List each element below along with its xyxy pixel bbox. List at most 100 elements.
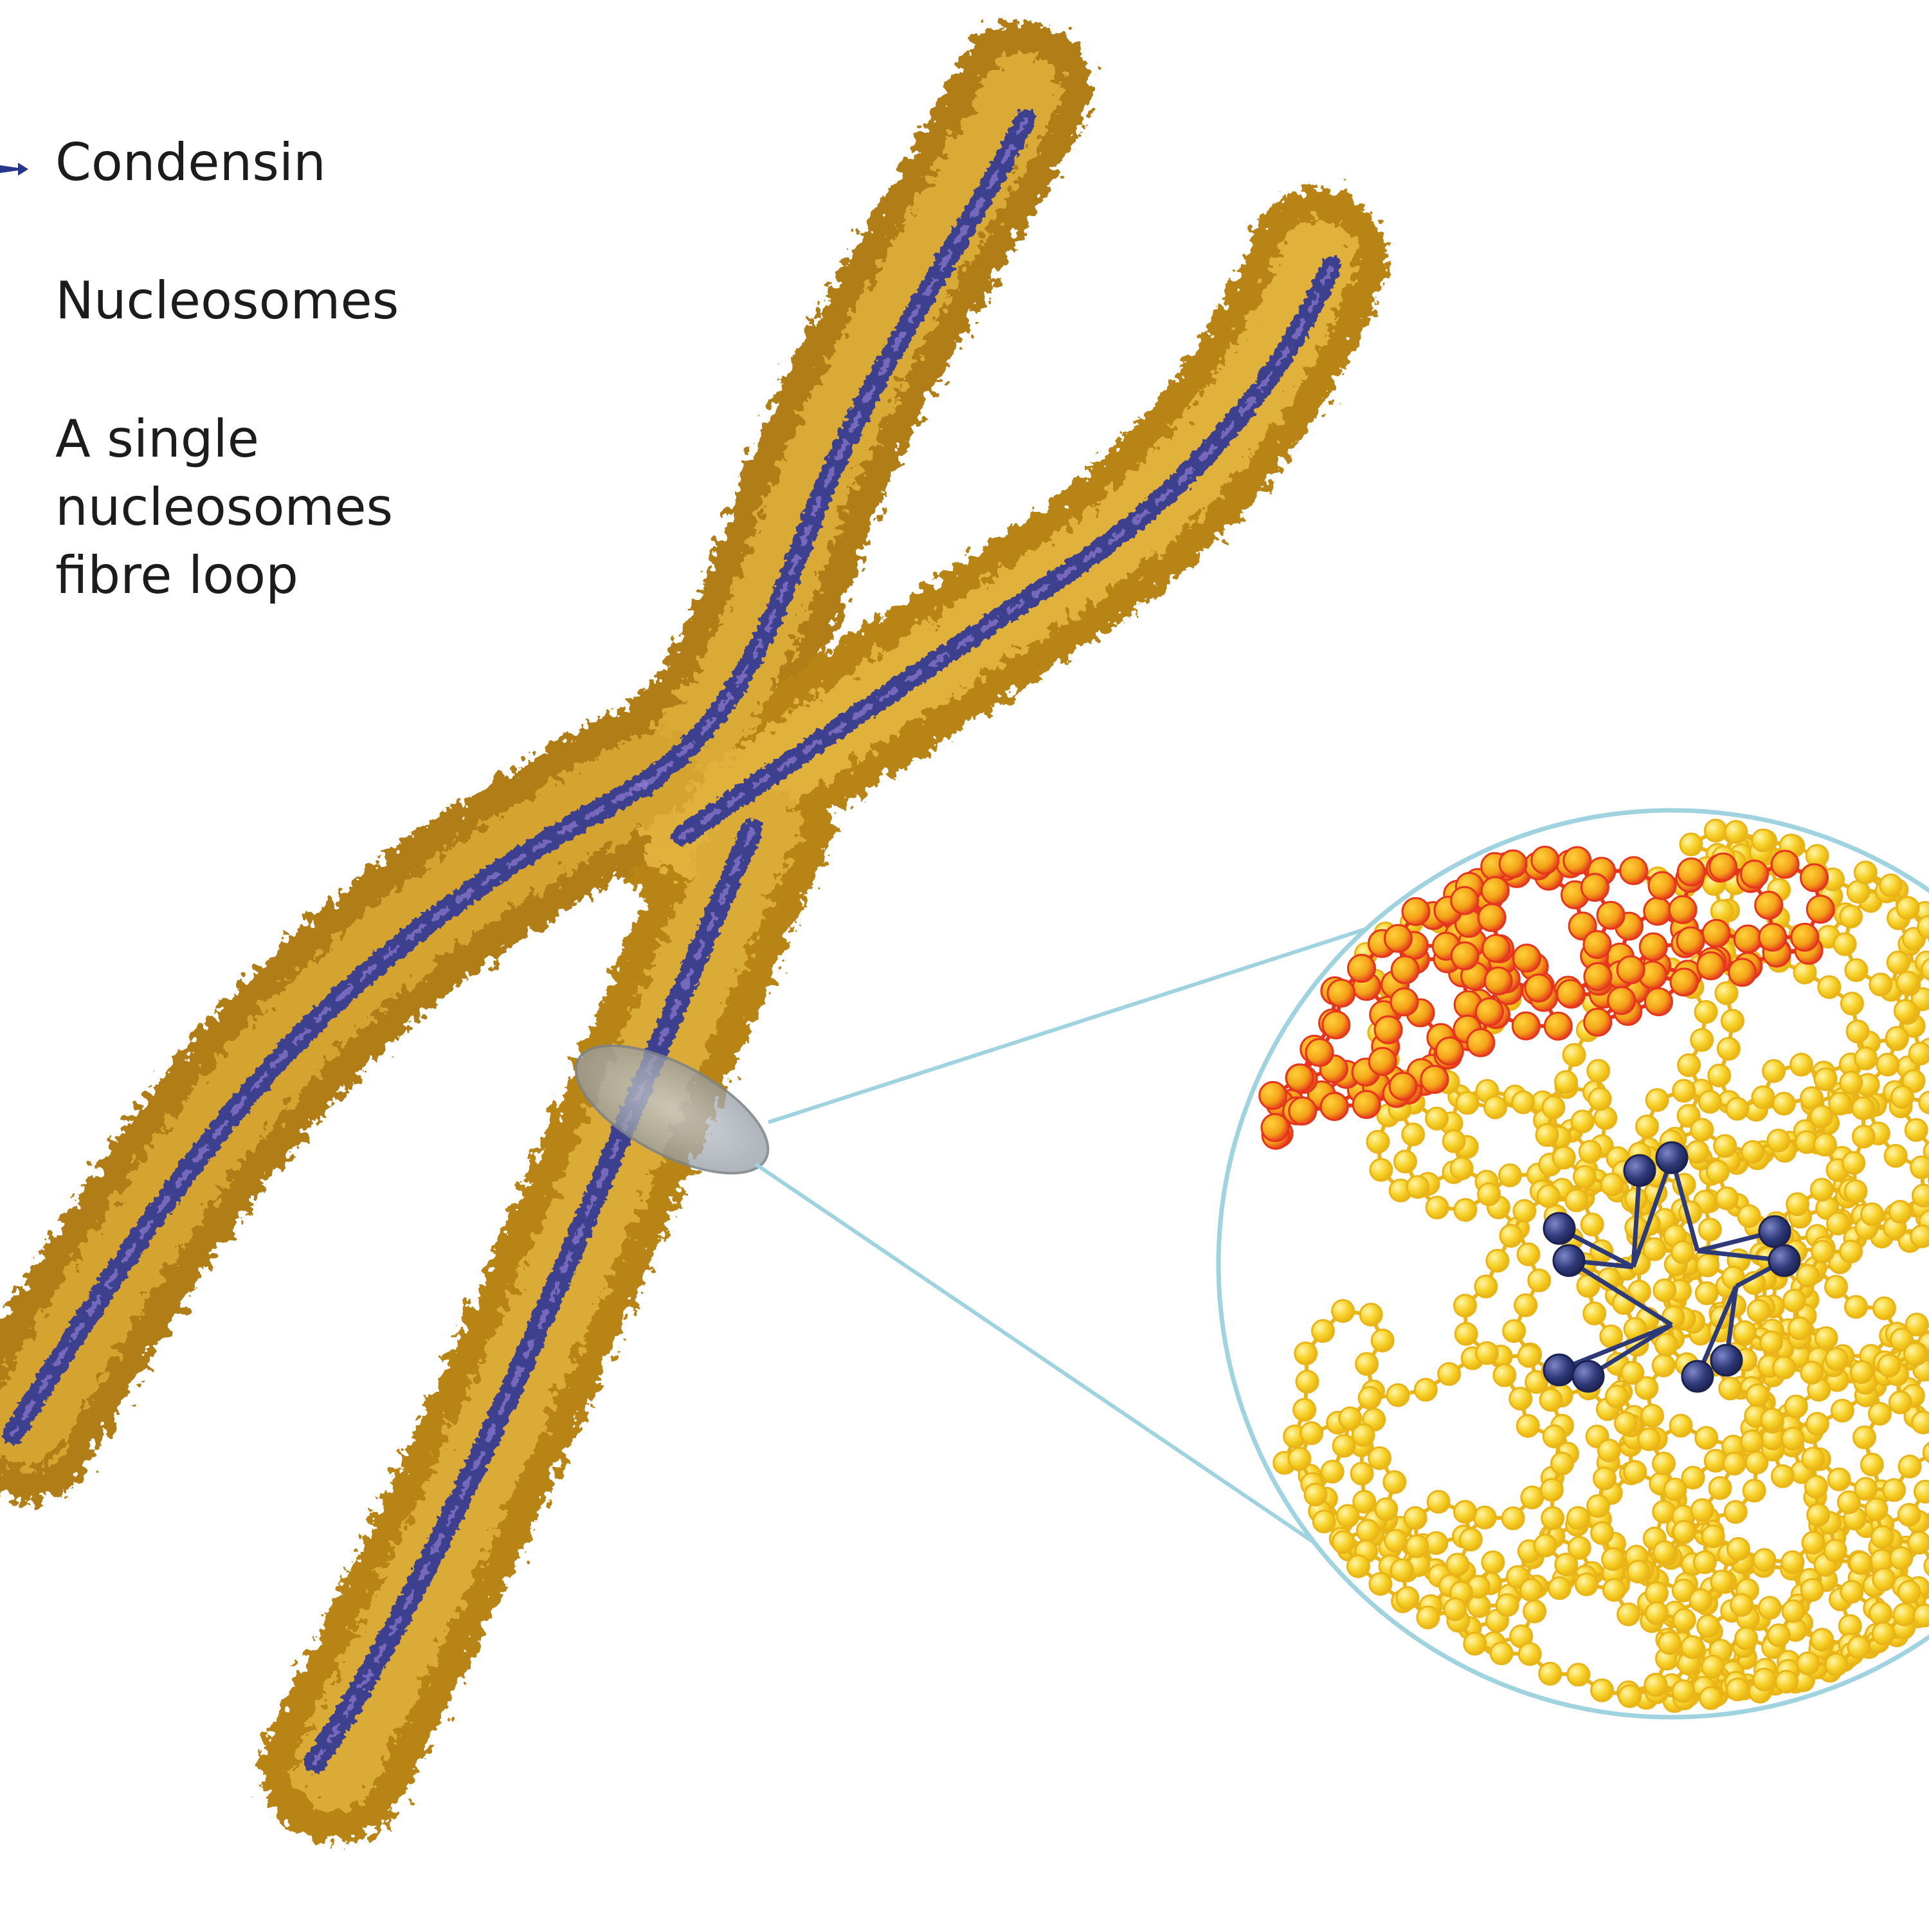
nucleosome-bead: [1761, 1408, 1783, 1430]
nucleosome-bead: [1384, 1472, 1406, 1493]
nucleosome-bead: [1584, 931, 1611, 958]
nucleosome-bead: [1502, 1508, 1524, 1529]
nucleosome-bead: [1912, 1185, 1929, 1207]
nucleosome-bead: [1451, 887, 1478, 914]
nucleosome-bead: [1899, 1455, 1921, 1477]
nucleosome-bead: [1591, 1679, 1613, 1701]
nucleosome-bead: [1771, 851, 1798, 878]
nucleosome-bead: [1815, 1068, 1836, 1090]
nucleosome-bead: [1541, 1479, 1562, 1501]
nucleosome-bead: [1503, 1320, 1525, 1342]
nucleosome-bead: [1734, 925, 1761, 952]
nucleosome-bead: [1645, 1582, 1667, 1604]
nucleosome-bead: [1703, 920, 1730, 947]
nucleosome-bead: [1872, 1526, 1894, 1548]
nucleosome-bead: [1840, 906, 1862, 927]
nucleosome-bead: [1487, 1250, 1508, 1271]
nucleosome-bead: [1608, 987, 1635, 1014]
nucleosome-bead: [1653, 1501, 1675, 1523]
nucleosome-bead: [1606, 1385, 1628, 1407]
nucleosome-bead: [1584, 1008, 1611, 1035]
nucleosome-bead: [1617, 956, 1644, 983]
nucleosome-bead: [1540, 1389, 1562, 1411]
nucleosome-bead: [1874, 1297, 1896, 1319]
nucleosome-bead: [1391, 989, 1418, 1016]
nucleosome-bead: [1289, 1448, 1310, 1470]
nucleosome-bead: [1478, 1183, 1500, 1205]
nucleosome-bead: [1773, 1356, 1795, 1378]
nucleosome-bead: [1721, 1010, 1743, 1032]
nucleosome-bead: [1593, 1468, 1615, 1490]
nucleosome-bead: [1852, 1125, 1874, 1147]
condensin-subunit: [1769, 1245, 1800, 1276]
nucleosome-bead: [1512, 1091, 1534, 1113]
nucleosome-bead: [1870, 974, 1892, 996]
nucleosome-bead: [1773, 1093, 1795, 1115]
nucleosome-bead: [1306, 1039, 1333, 1066]
nucleosome-bead: [1707, 1161, 1728, 1183]
nucleosome-bead: [1673, 1609, 1695, 1631]
nucleosome-bead: [1369, 1447, 1391, 1469]
nucleosome-bead: [1384, 925, 1411, 952]
nucleosome-bead: [1394, 1151, 1416, 1172]
nucleosome-bead: [1838, 1491, 1860, 1513]
nucleosome-bead: [1705, 820, 1726, 842]
nucleosome-bead: [1797, 1265, 1819, 1287]
nucleosome-bead: [1337, 1505, 1359, 1527]
nucleosome-bead: [1654, 1279, 1676, 1301]
nucleosome-bead: [1367, 1131, 1389, 1153]
nucleosome-bead: [1496, 1594, 1518, 1616]
nucleosome-bead: [1510, 1388, 1532, 1410]
nucleosome-bead: [1454, 1295, 1476, 1317]
nucleosome-bead: [1655, 1334, 1677, 1356]
nucleosome-bead: [1869, 1403, 1891, 1425]
nucleosome-bead: [1861, 1454, 1883, 1475]
nucleosome-bead: [1880, 875, 1902, 897]
nucleosome-bead: [1579, 1141, 1601, 1163]
nucleosome-bead: [1485, 967, 1512, 994]
nucleosome-bead: [1741, 1430, 1763, 1452]
nucleosome-bead: [1848, 1636, 1870, 1658]
nucleosome-bead: [1829, 1093, 1851, 1115]
nucleosome-bead: [1729, 959, 1756, 986]
nucleosome-bead: [1853, 1426, 1875, 1448]
legend-loop-line-1: A single: [55, 405, 393, 473]
nucleosome-bead: [1499, 1165, 1521, 1187]
nucleosome-bead: [1348, 1555, 1370, 1577]
nucleosome-bead: [1672, 1241, 1694, 1263]
nucleosome-bead: [1694, 1551, 1716, 1573]
nucleosome-bead: [1642, 1405, 1663, 1426]
nucleosome-bead: [1513, 945, 1540, 972]
nucleosome-bead: [1708, 1064, 1730, 1086]
nucleosome-bead: [1313, 1511, 1335, 1533]
nucleosome-bead: [1717, 1038, 1739, 1060]
nucleosome-bead: [1818, 976, 1840, 998]
nucleosome-bead: [1294, 1399, 1316, 1421]
nucleosome-bead: [1741, 861, 1768, 888]
nucleosome-bead: [1678, 1054, 1700, 1076]
nucleosome-bead: [1698, 952, 1725, 980]
nucleosome-bead: [1659, 1632, 1681, 1654]
nucleosome-bead: [1898, 1504, 1920, 1526]
nucleosome-bead: [1375, 1016, 1402, 1043]
legend-loop-line-3: fibre loop: [55, 542, 393, 610]
nucleosome-bead: [1878, 1354, 1900, 1376]
nucleosome-bead: [1794, 961, 1816, 983]
nucleosome-bead: [1490, 1643, 1512, 1664]
nucleosome-bead: [1782, 1600, 1804, 1622]
nucleosome-bead: [1426, 1107, 1448, 1129]
nucleosome-bead: [1323, 1012, 1350, 1039]
nucleosome-bead: [1476, 1342, 1498, 1364]
nucleosome-bead: [1726, 1098, 1748, 1120]
nucleosome-bead: [1850, 1552, 1872, 1574]
nucleosome-bead: [1728, 1538, 1750, 1560]
nucleosome-bead: [1825, 1348, 1847, 1370]
nucleosome-bead: [1312, 1320, 1334, 1342]
nucleosome-bead: [1855, 1048, 1877, 1070]
nucleosome-bead: [1802, 1532, 1824, 1554]
nucleosome-bead: [1814, 1134, 1836, 1156]
nucleosome-bead: [1784, 1290, 1806, 1311]
nucleosome-bead: [1519, 1643, 1541, 1665]
nucleosome-bead: [1575, 1573, 1597, 1595]
nucleosome-bead: [1515, 1295, 1537, 1317]
